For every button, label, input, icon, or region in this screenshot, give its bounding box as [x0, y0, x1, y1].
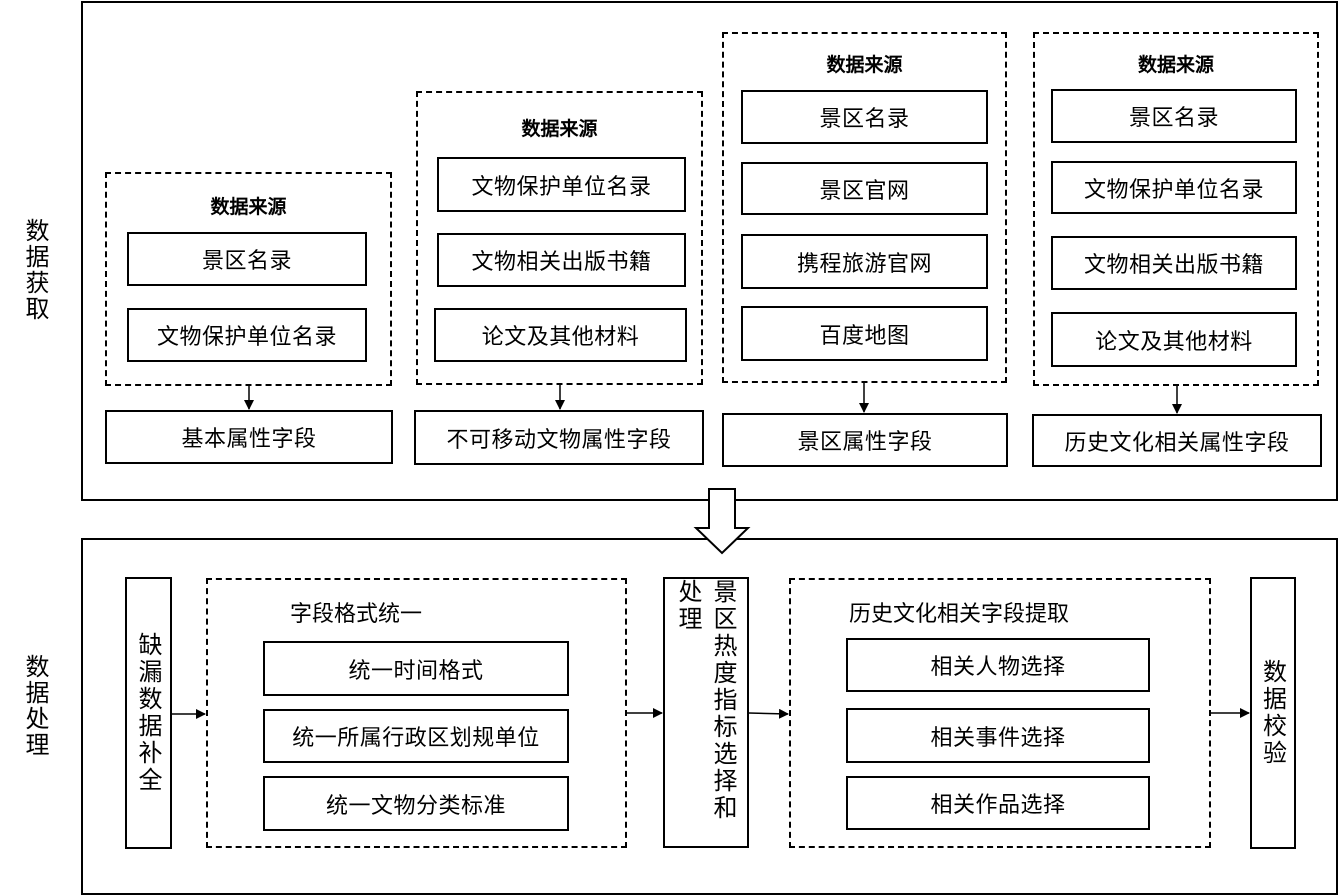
source-item: 携程旅游官网	[741, 234, 988, 289]
output-field-box: 景区属性字段	[722, 413, 1008, 467]
source-item: 论文及其他材料	[1051, 312, 1297, 367]
format-unify-group	[206, 578, 627, 848]
format-item: 统一所属行政区划规单位	[263, 709, 569, 763]
source-item: 景区名录	[1051, 89, 1297, 143]
history-item: 相关人物选择	[846, 638, 1150, 692]
history-extract-group	[789, 578, 1211, 848]
heat-index-box: 景区热度指标选择和处理	[663, 577, 749, 848]
output-field-box: 历史文化相关属性字段	[1032, 414, 1322, 467]
source-item: 文物保护单位名录	[1051, 161, 1297, 214]
format-unify-title: 字段格式统一	[289, 602, 422, 627]
history-item: 相关作品选择	[846, 776, 1150, 830]
format-item: 统一文物分类标准	[263, 776, 569, 831]
source-group-3-title: 数据来源	[826, 54, 903, 76]
source-group-2	[416, 91, 703, 385]
data-validation-box: 数据校验	[1250, 577, 1296, 849]
source-group-2-title: 数据来源	[521, 118, 598, 140]
side-label-process: 数据处理	[21, 654, 49, 758]
history-extract-title: 历史文化相关字段提取	[848, 602, 1069, 627]
missing-data-box: 缺漏数据补全	[125, 577, 172, 849]
arrow-right-3	[748, 708, 789, 719]
source-item: 百度地图	[741, 306, 988, 361]
source-group-3	[722, 32, 1007, 383]
source-group-4-title: 数据来源	[1137, 54, 1214, 76]
source-group-1-title: 数据来源	[210, 196, 287, 218]
source-item: 文物相关出版书籍	[1051, 236, 1297, 290]
source-item: 景区名录	[127, 232, 367, 286]
source-group-4	[1033, 32, 1319, 386]
source-item: 文物保护单位名录	[127, 308, 367, 362]
source-item: 文物保护单位名录	[437, 157, 686, 212]
format-item: 统一时间格式	[263, 641, 569, 696]
big-down-arrow	[693, 488, 751, 555]
source-item: 景区名录	[741, 90, 988, 144]
side-label-acquire: 数据获取	[21, 218, 49, 322]
source-item: 景区官网	[741, 162, 988, 215]
output-field-box: 基本属性字段	[105, 410, 393, 464]
history-item: 相关事件选择	[846, 708, 1150, 763]
source-group-1	[105, 172, 392, 386]
output-field-box: 不可移动文物属性字段	[414, 410, 704, 465]
source-item: 论文及其他材料	[434, 308, 687, 362]
source-item: 文物相关出版书籍	[437, 233, 686, 287]
